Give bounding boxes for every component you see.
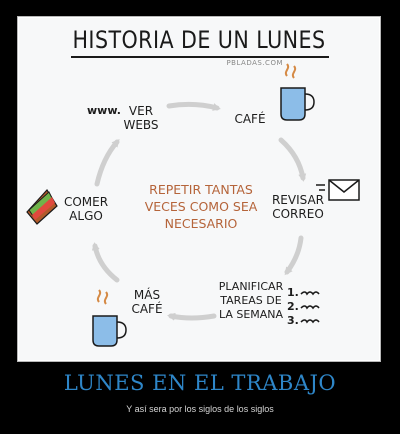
task-list-icon xyxy=(300,291,320,324)
center-message-line1: REPETIR TANTAS xyxy=(149,182,253,197)
step-mas-cafe: MÁS CAFÉ xyxy=(123,288,171,316)
coffee-mug-icon-2 xyxy=(92,289,127,347)
list-number-2: 2. xyxy=(287,300,299,313)
arrow-comer-to-webs xyxy=(94,138,120,187)
step-comer-algo-line2: ALGO xyxy=(69,209,103,223)
sandwich-icon xyxy=(26,189,58,225)
poster-panel: HISTORIA DE UN LUNES PBLADAS.COM xyxy=(19,18,379,360)
title-underline xyxy=(71,56,329,58)
step-planificar-line2: TAREAS DE xyxy=(220,294,282,307)
arrow-webs-to-cafe xyxy=(166,101,221,111)
step-planificar-line1: PLANIFICAR xyxy=(218,280,284,293)
center-message: REPETIR TANTAS VECES COMO SEA NECESARIO xyxy=(111,181,291,232)
poster-title: HISTORIA DE UN LUNES xyxy=(72,26,326,54)
step-revisar-correo: REVISAR CORREO xyxy=(265,193,331,221)
step-comer-algo: COMER ALGO xyxy=(59,195,113,223)
list-number-3: 3. xyxy=(287,314,299,327)
caption-subtitle: Y así sera por los siglos de los siglos xyxy=(126,404,274,414)
list-number-1: 1. xyxy=(287,286,299,299)
coffee-mug-icon xyxy=(280,63,315,121)
arrow-mascafe-to-comer xyxy=(91,242,120,283)
envelope-icon xyxy=(316,179,360,201)
step-revisar-correo-line2: CORREO xyxy=(272,207,324,221)
center-message-line3: NECESARIO xyxy=(164,216,238,231)
step-ver-webs-line2: WEBS xyxy=(123,118,159,132)
step-planificar-line3: LA SEMANA xyxy=(218,308,284,321)
arrow-cafe-to-correo xyxy=(278,137,307,182)
step-ver-webs: VER WEBS xyxy=(115,104,167,132)
step-cafe: CAFÉ xyxy=(234,112,266,126)
step-comer-algo-line1: COMER xyxy=(63,195,109,209)
site-watermark: PBLADAS.COM xyxy=(226,59,283,67)
step-mas-cafe-line2: CAFÉ xyxy=(131,302,163,316)
caption-title: LUNES EN EL TRABAJO xyxy=(63,371,337,395)
center-message-line2: VECES COMO SEA xyxy=(144,199,258,214)
step-revisar-correo-line1: REVISAR xyxy=(271,193,325,207)
arrow-correo-to-planificar xyxy=(284,235,304,276)
step-ver-webs-www: www. xyxy=(87,104,121,117)
step-planificar: PLANIFICAR TAREAS DE LA SEMANA xyxy=(213,280,289,322)
arrow-planificar-to-mascafe xyxy=(167,312,217,321)
step-mas-cafe-line1: MÁS xyxy=(133,288,161,302)
cycle-artwork xyxy=(26,63,360,347)
step-ver-webs-line1: VER xyxy=(128,104,154,118)
